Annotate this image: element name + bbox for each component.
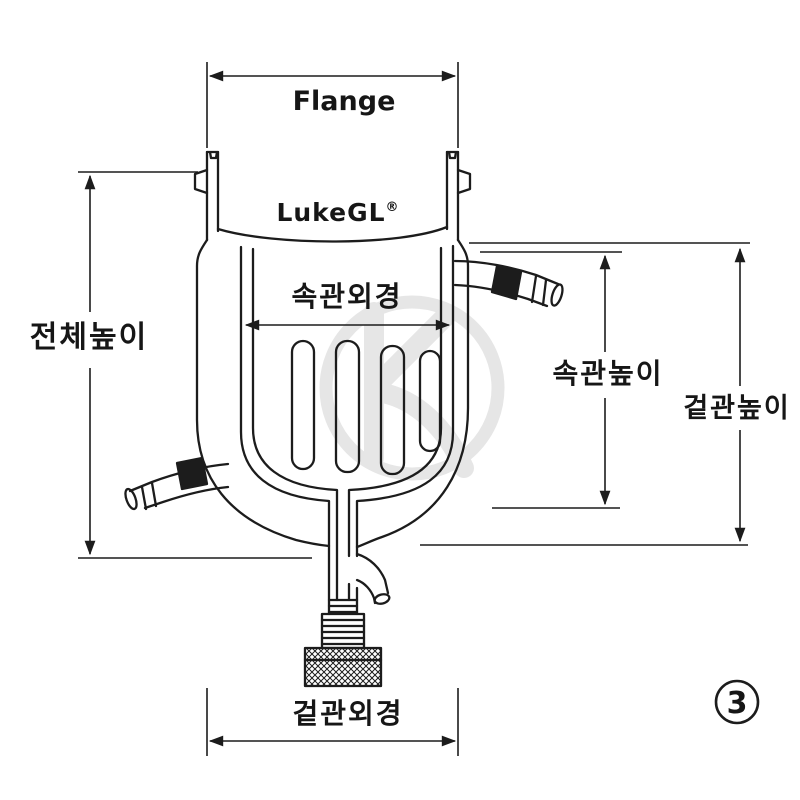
flange-rim-right <box>445 150 460 160</box>
total-height-label: 전체높이 <box>30 320 148 355</box>
drain-joint-lines <box>327 598 359 614</box>
baffle-slot <box>334 339 361 474</box>
drain-branch-top-edge <box>355 552 390 595</box>
brand-watermark <box>319 295 505 481</box>
baffle-slot <box>418 349 442 453</box>
inner-tube-od-label: 속관외경 <box>291 280 402 313</box>
dimensions <box>78 62 750 756</box>
watermark-ring <box>319 295 505 481</box>
registered-mark: ® <box>386 200 400 215</box>
bottom-drain-assembly <box>303 552 391 688</box>
knurled-cap <box>303 646 383 688</box>
interior-slots <box>290 339 442 476</box>
figure-number-circle <box>714 679 760 725</box>
lower-left-hose-port <box>124 456 230 511</box>
inner-tube-height-label: 속관높이 <box>552 357 663 390</box>
brand-logo-text: LukeGL® <box>276 198 399 227</box>
baffle-slot <box>290 339 316 471</box>
dimension-inner-tube-height <box>480 251 622 509</box>
baffle-slot <box>379 344 406 476</box>
port-tube-bottom-edge <box>143 485 230 510</box>
hose-collar <box>175 456 209 491</box>
figure-number-badge: 3 <box>714 679 760 725</box>
flange-lip-right <box>456 168 472 195</box>
hose-opening <box>124 487 138 511</box>
outer-tube-od-label: 겉관외경 <box>292 697 403 730</box>
shoulder-curve <box>216 225 449 243</box>
dimension-total-height <box>78 171 312 559</box>
drain-branch-bottom-edge <box>355 578 377 605</box>
watermark-k-leg <box>368 382 474 478</box>
flange-rim-left <box>205 150 220 160</box>
outer-tube-height-label: 겉관높이 <box>683 393 790 424</box>
hose-barb-ridges <box>140 481 158 511</box>
drain-branch-opening <box>373 593 391 605</box>
hose-collar <box>490 264 523 301</box>
brand-name: LukeGL <box>276 198 385 227</box>
hose-barb-ridges <box>530 274 548 307</box>
outer-jacket-right-wall <box>355 238 470 549</box>
flange-lip-left <box>193 168 209 195</box>
inner-vessel-left-inner-wall <box>251 247 339 602</box>
thread-lines <box>320 618 366 646</box>
dimension-outer-tube-height <box>420 242 750 546</box>
hose-opening <box>550 283 564 307</box>
dimension-outer-tube-od <box>206 688 459 756</box>
figure-number-text: 3 <box>727 686 748 721</box>
upper-right-hose-port <box>453 259 564 308</box>
dimension-flange-width <box>206 62 459 148</box>
inner-vessel-left-outer-wall <box>239 245 331 616</box>
flange-width-label: Flange <box>293 86 396 117</box>
vessel-drawing <box>124 150 564 688</box>
